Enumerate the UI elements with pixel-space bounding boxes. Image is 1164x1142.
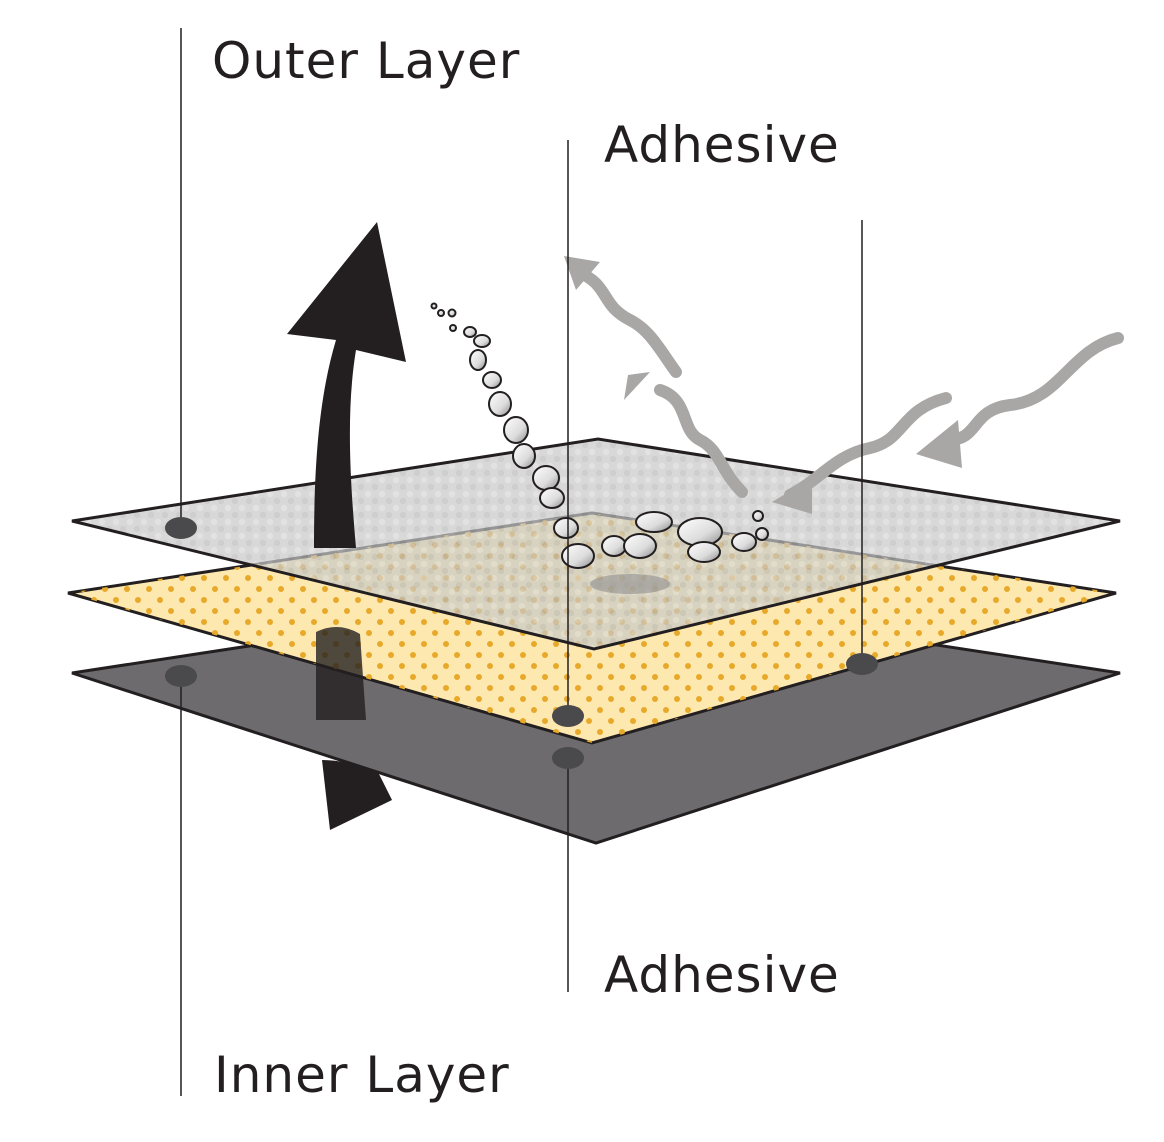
adhesive-bottom-label: Adhesive (604, 946, 840, 1004)
wavy-arrow-head-icon (564, 256, 962, 514)
inner-layer-label: Inner Layer (214, 1046, 510, 1104)
adhesive-top-label: Adhesive (604, 116, 840, 174)
vapor-arrow-icon (287, 222, 406, 830)
droplet-icon (430, 302, 769, 569)
droplet-shadow (590, 574, 670, 594)
wavy-arrow-icon (572, 266, 1124, 501)
outer-layer-label: Outer Layer (212, 32, 521, 90)
leader-lines (180, 28, 863, 1096)
leader-dots (165, 517, 878, 769)
